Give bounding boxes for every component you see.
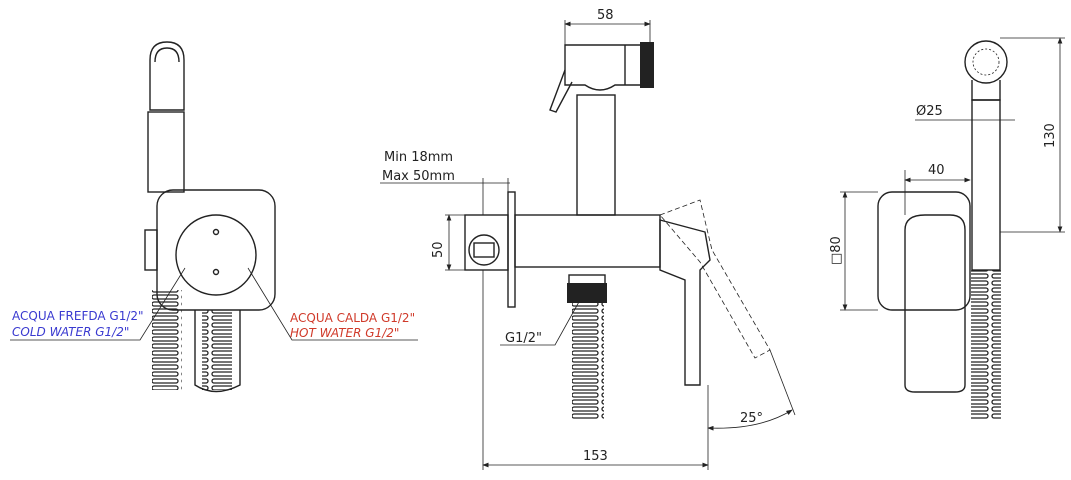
shower-head: [149, 41, 185, 111]
lever-rear: [904, 214, 966, 393]
mixer-knob: [175, 214, 257, 296]
inlet-thread-label: G1/2": [505, 331, 542, 346]
wall-nut: [464, 214, 509, 271]
handle-side: [576, 94, 616, 216]
dim-plate-size: □80: [829, 236, 844, 265]
hot-water-label-en: HOT WATER G1/2": [290, 326, 399, 340]
hose-rear: [971, 270, 1001, 420]
hot-water-label-it: ACQUA CALDA G1/2": [290, 311, 415, 325]
max-depth-label: Max 50mm: [382, 169, 455, 184]
dim-total-height: 130: [1043, 123, 1058, 148]
shower-head-side: [564, 44, 653, 91]
dim-total-length: 153: [583, 449, 608, 464]
shower-head-face: [964, 40, 1008, 84]
hose-side: [572, 300, 604, 420]
cold-water-label-it: ACQUA FREFDA G1/2": [12, 309, 144, 323]
dim-head-diameter: Ø25: [916, 104, 943, 119]
dim-head-width: 58: [597, 8, 614, 23]
flange: [507, 191, 516, 308]
hose-center: [202, 310, 232, 390]
handle-rear: [971, 99, 1001, 271]
dim-lever-angle: 25°: [740, 411, 763, 426]
wall-plate: [156, 189, 276, 311]
dim-offset: 40: [928, 163, 945, 178]
min-depth-label: Min 18mm: [384, 150, 453, 165]
body: [514, 214, 661, 268]
dim-body-height: 50: [431, 241, 446, 258]
lever: [659, 219, 711, 386]
shower-handle: [147, 111, 185, 193]
front-view: ACQUA FREFDA G1/2" COLD WATER G1/2" ACQU…: [10, 41, 418, 393]
hose-cold: [152, 290, 182, 390]
rear-view: 130 Ø25 40 □80: [829, 37, 1065, 420]
wall-plate-side: [877, 191, 971, 311]
cold-water-label-en: COLD WATER G1/2": [12, 325, 129, 339]
side-view: 58 50 Min 18mm Max 50mm G1/2" 153 25°: [380, 8, 796, 470]
inlet-nut: [567, 283, 607, 303]
